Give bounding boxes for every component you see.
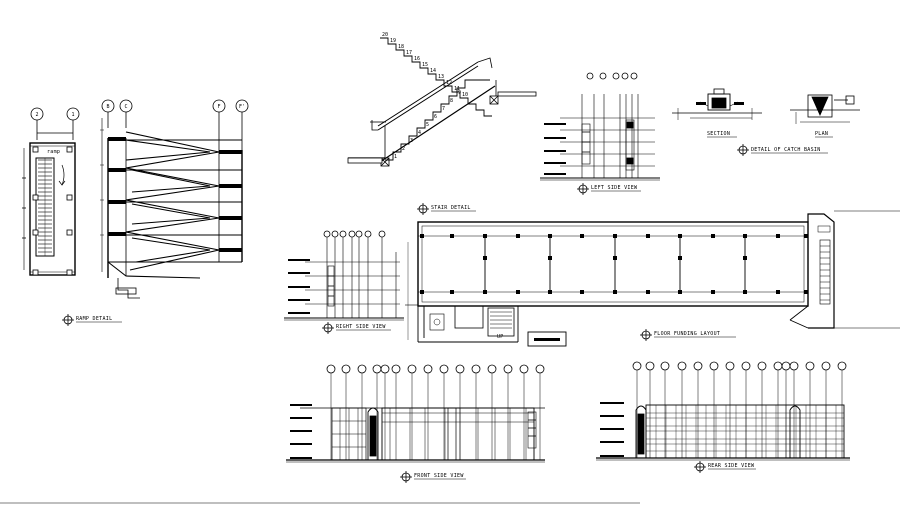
stair-detail-title-text: STAIR DETAIL [431,205,471,211]
stair-step-number: 12 [446,80,452,86]
grid-bubble [380,364,390,374]
rear-side-view [596,361,850,461]
stair-step-number: 2 [402,146,405,152]
rear-side-view-title-text: REAR SIDE VIEW [708,463,755,469]
stair-step-number: 1 [394,154,397,160]
grid-label-f-prime: F' [239,104,245,110]
grid-bubble [407,364,417,374]
stair-step-number: 16 [414,56,420,62]
catch-basin-detail-title-text: DETAIL OF CATCH BASIN [751,147,821,153]
grid-label-2: 2 [35,112,38,118]
stair-step-number: 18 [398,44,404,50]
grid-bubble [487,364,497,374]
grid-label-b: B [106,104,109,110]
grid-bubble [439,364,449,374]
grid-bubble [677,361,687,371]
stair-step-number: 9 [458,90,461,96]
stair-step-number: 5 [426,122,429,128]
grid-bubble [709,361,719,371]
grid-bubble [341,364,351,374]
grid-bubble [535,364,545,374]
catch-basin-section-title: SECTION [707,131,737,138]
grid-bubble [741,361,751,371]
ramp-detail-title: RAMP DETAIL [62,314,122,326]
grid-bubble [503,364,513,374]
left-side-view-title: LEFT SIDE VIEW [577,183,641,195]
left-side-view [540,72,660,181]
grid-bubble [391,364,401,374]
grid-label-c: C [124,104,127,110]
right-side-view-title: RIGHT SIDE VIEW [322,322,391,334]
floor-plan: UP [405,210,900,347]
stair-step-number: 10 [462,92,468,98]
grid-bubble [455,364,465,374]
catch-basin-plan [790,94,860,124]
stair-step-number: 15 [422,62,428,68]
floor-plan-title: FLOOR FUNDING LAYOUT [640,329,736,341]
right-side-view [284,230,404,321]
stair-step-number: 6 [434,114,437,120]
stair-detail-title: STAIR DETAIL [417,203,476,215]
right-side-view-title-text: RIGHT SIDE VIEW [336,324,386,330]
front-grid-bubbles [326,364,545,460]
stair-step-number: 4 [418,130,421,136]
grid-bubble [372,364,382,374]
plan-title-text: PLAN [815,131,828,137]
grid-bubble [725,361,735,371]
rear-grid-bubbles [632,361,847,458]
grid-bubble [821,361,831,371]
grid-label-1: 1 [71,112,74,118]
ramp-detail-plan: 2 1 ramp [22,107,80,276]
front-side-view [286,364,545,463]
grid-bubble [837,361,847,371]
stair-step-number: 20 [382,32,388,38]
grid-bubble [423,364,433,374]
grid-bubble [773,361,783,371]
grid-bubble [326,364,336,374]
catch-basin-plan-title: PLAN [815,131,833,138]
stair-step-number: 19 [390,38,396,44]
left-side-view-title-text: LEFT SIDE VIEW [591,185,638,191]
catch-basin-section [672,88,762,120]
grid-bubble [357,364,367,374]
grid-bubble [781,361,791,371]
stair-step-number: 13 [438,74,444,80]
grid-bubble [645,361,655,371]
grid-bubble [805,361,815,371]
ramp-elevation: B C F F' [100,99,249,299]
catch-basin-detail-title: DETAIL OF CATCH BASIN [737,144,828,156]
front-side-view-title-text: FRONT SIDE VIEW [414,473,464,479]
grid-label-f: F [217,104,220,110]
grid-bubble [693,361,703,371]
stair-step-number: 7 [442,106,445,112]
stair-step-number: 14 [430,68,436,74]
ramp-label: ramp [47,149,60,155]
stair-step-number: 17 [406,50,412,56]
grid-bubble [789,361,799,371]
section-title-text: SECTION [707,131,730,137]
ramp-detail-title-text: RAMP DETAIL [76,316,112,322]
grid-bubble [519,364,529,374]
floor-plan-title-text: FLOOR FUNDING LAYOUT [654,331,720,337]
grid-bubble [660,361,670,371]
grid-bubble [471,364,481,374]
stair-step-number: 8 [450,98,453,104]
grid-bubble [757,361,767,371]
front-side-view-title: FRONT SIDE VIEW [400,471,466,483]
grid-bubble [632,361,642,371]
plan-up-label: UP [497,334,504,340]
rear-side-view-title: REAR SIDE VIEW [694,461,756,473]
